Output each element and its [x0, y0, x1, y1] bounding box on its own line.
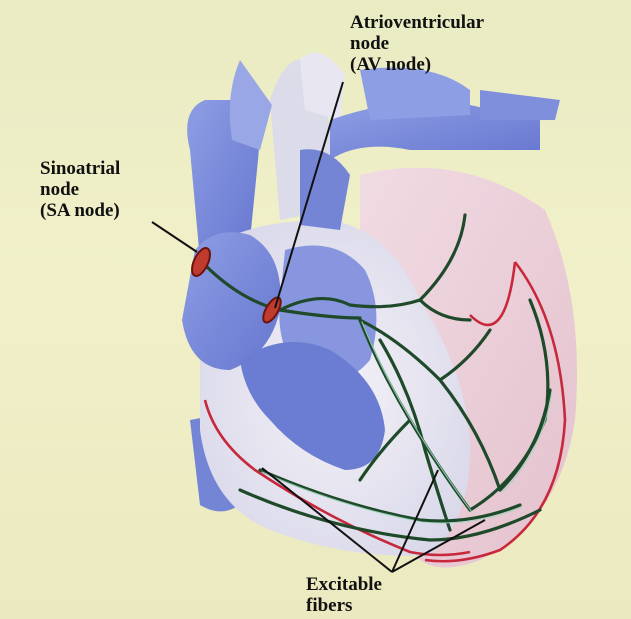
- sa-leader-line: [152, 222, 197, 252]
- sa-node-label: Sinoatrial node (SA node): [40, 158, 120, 221]
- excitable-fibers-label: Excitable fibers: [306, 574, 382, 616]
- av-node-label: Atrioventricular node (AV node): [350, 12, 484, 75]
